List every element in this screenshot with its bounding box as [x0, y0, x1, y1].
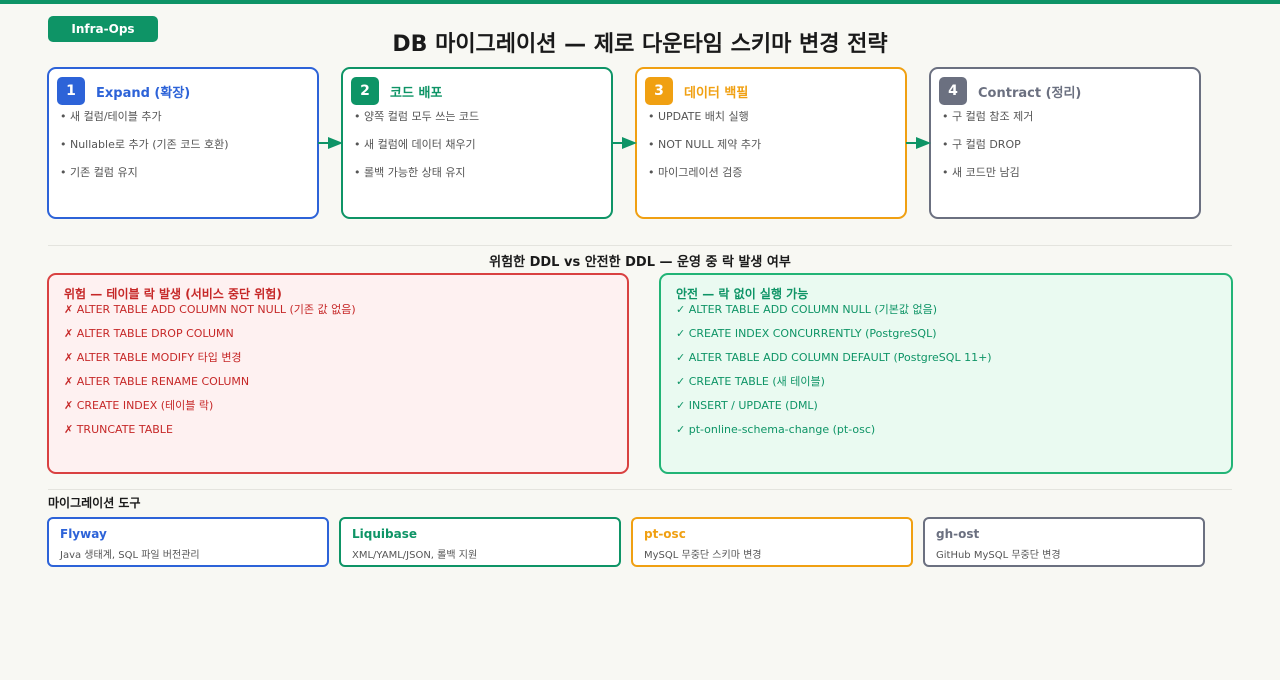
section-divider: [48, 489, 1232, 490]
safe-ddl-item: ✓ ALTER TABLE ADD COLUMN NULL (기본값 없음): [676, 303, 938, 316]
step-item-list: • 양쪽 컬럼 모두 쓰는 코드 • 새 컬럼에 데이터 채우기 • 롤백 가능…: [354, 110, 479, 194]
step-title: 데이터 백필: [684, 86, 749, 101]
step-item: • 새 컬럼/테이블 추가: [60, 110, 162, 123]
section-divider: [48, 245, 1232, 246]
danger-ddl-item: ✗ ALTER TABLE MODIFY 타입 변경: [64, 351, 242, 364]
step-item: • 마이그레이션 검증: [648, 166, 743, 179]
step-item: • 새 컬럼에 데이터 채우기: [354, 138, 476, 151]
ddl-section-title: 위험한 DDL vs 안전한 DDL — 운영 중 락 발생 여부: [489, 255, 791, 270]
step-number: 1: [57, 77, 85, 105]
step-number: 4: [939, 77, 967, 105]
danger-ddl-item: ✗ TRUNCATE TABLE: [64, 423, 173, 436]
safe-ddl-item: ✓ ALTER TABLE ADD COLUMN DEFAULT (Postgr…: [676, 351, 992, 364]
step-item: • Nullable로 추가 (기존 코드 호환): [60, 138, 229, 151]
safe-panel-title: 안전 — 락 없이 실행 가능: [676, 287, 809, 301]
safe-ddl-item: ✓ CREATE INDEX CONCURRENTLY (PostgreSQL): [676, 327, 937, 340]
tools-section-title: 마이그레이션 도구: [48, 496, 141, 510]
tool-card-liquibase: Liquibase XML/YAML/JSON, 롤백 지원: [339, 517, 621, 567]
safe-ddl-panel: 안전 — 락 없이 실행 가능 ✓ ALTER TABLE ADD COLUMN…: [659, 273, 1233, 474]
step-item: • 구 컬럼 DROP: [942, 138, 1021, 151]
tool-name: pt-osc: [644, 527, 686, 541]
step-item-list: • 구 컬럼 참조 제거 • 구 컬럼 DROP • 새 코드만 남김: [942, 110, 1033, 194]
safe-ddl-list: ✓ ALTER TABLE ADD COLUMN NULL (기본값 없음) ✓…: [676, 303, 992, 447]
tool-description: Java 생태계, SQL 파일 버전관리: [60, 550, 200, 561]
step-title: 코드 배포: [390, 86, 443, 101]
page-title: DB 마이그레이션 — 제로 다운타임 스키마 변경 전략: [392, 32, 888, 57]
danger-ddl-panel: 위험 — 테이블 락 발생 (서비스 중단 위험) ✗ ALTER TABLE …: [47, 273, 629, 474]
arrow-right-icon: [906, 137, 931, 149]
step-card-backfill: 3 데이터 백필 • UPDATE 배치 실행 • NOT NULL 제약 추가…: [635, 67, 907, 219]
step-number: 3: [645, 77, 673, 105]
safe-ddl-item: ✓ CREATE TABLE (새 테이블): [676, 375, 825, 388]
step-card-expand: 1 Expand (확장) • 새 컬럼/테이블 추가 • Nullable로 …: [47, 67, 319, 219]
safe-ddl-item: ✓ pt-online-schema-change (pt-osc): [676, 423, 876, 436]
step-item: • 기존 컬럼 유지: [60, 166, 138, 179]
danger-ddl-item: ✗ CREATE INDEX (테이블 락): [64, 399, 214, 412]
step-title: Expand (확장): [96, 86, 191, 101]
tool-name: Flyway: [60, 527, 107, 541]
tool-description: GitHub MySQL 무중단 변경: [936, 550, 1061, 561]
arrow-right-icon: [612, 137, 637, 149]
category-badge: Infra-Ops: [48, 16, 158, 42]
tool-card-pt-osc: pt-osc MySQL 무중단 스키마 변경: [631, 517, 913, 567]
top-accent-bar: [0, 0, 1280, 4]
danger-ddl-list: ✗ ALTER TABLE ADD COLUMN NOT NULL (기존 값 …: [64, 303, 356, 447]
step-card-contract: 4 Contract (정리) • 구 컬럼 참조 제거 • 구 컬럼 DROP…: [929, 67, 1201, 219]
step-title: Contract (정리): [978, 86, 1082, 101]
tool-card-flyway: Flyway Java 생태계, SQL 파일 버전관리: [47, 517, 329, 567]
step-number: 2: [351, 77, 379, 105]
tool-name: Liquibase: [352, 527, 417, 541]
step-item-list: • 새 컬럼/테이블 추가 • Nullable로 추가 (기존 코드 호환) …: [60, 110, 229, 194]
tool-card-gh-ost: gh-ost GitHub MySQL 무중단 변경: [923, 517, 1205, 567]
tool-description: XML/YAML/JSON, 롤백 지원: [352, 550, 478, 561]
step-item-list: • UPDATE 배치 실행 • NOT NULL 제약 추가 • 마이그레이션…: [648, 110, 761, 194]
step-item: • 구 컬럼 참조 제거: [942, 110, 1034, 123]
safe-ddl-item: ✓ INSERT / UPDATE (DML): [676, 399, 818, 412]
step-item: • 양쪽 컬럼 모두 쓰는 코드: [354, 110, 480, 123]
danger-ddl-item: ✗ ALTER TABLE DROP COLUMN: [64, 327, 234, 340]
danger-panel-title: 위험 — 테이블 락 발생 (서비스 중단 위험): [64, 287, 282, 301]
step-item: • 롤백 가능한 상태 유지: [354, 166, 466, 179]
danger-ddl-item: ✗ ALTER TABLE RENAME COLUMN: [64, 375, 250, 388]
tool-name: gh-ost: [936, 527, 980, 541]
step-item: • UPDATE 배치 실행: [648, 110, 749, 123]
danger-ddl-item: ✗ ALTER TABLE ADD COLUMN NOT NULL (기존 값 …: [64, 303, 356, 316]
step-item: • 새 코드만 남김: [942, 166, 1020, 179]
step-card-code-deploy: 2 코드 배포 • 양쪽 컬럼 모두 쓰는 코드 • 새 컬럼에 데이터 채우기…: [341, 67, 613, 219]
step-item: • NOT NULL 제약 추가: [648, 138, 762, 151]
tool-description: MySQL 무중단 스키마 변경: [644, 550, 762, 561]
arrow-right-icon: [318, 137, 343, 149]
